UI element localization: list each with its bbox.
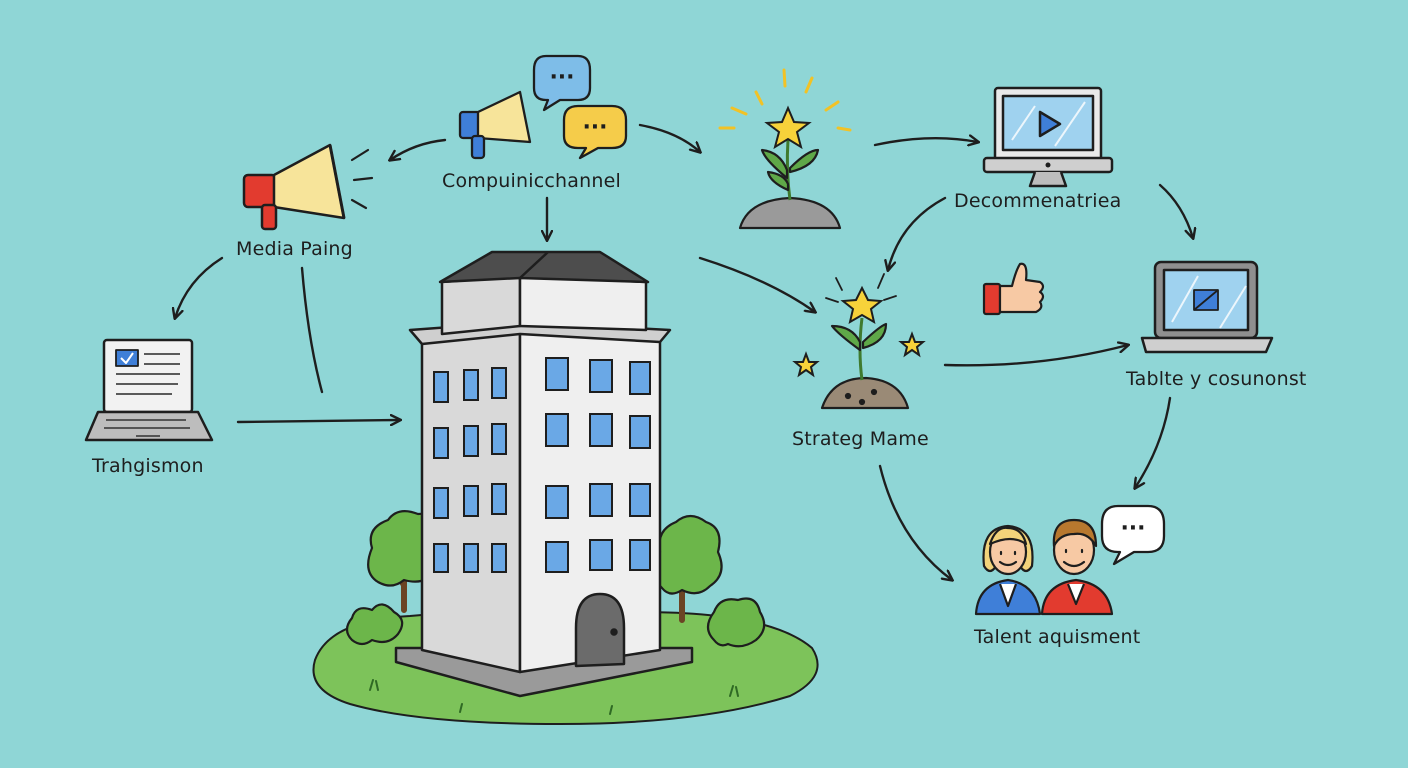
sprout-icon (738, 139, 842, 230)
arrow-channel-to-media (390, 138, 447, 160)
label-decommenatriea: Decommenatriea (954, 190, 1122, 212)
arrow-decomm-to-strateg (888, 196, 947, 270)
label-talent-aquisment: Talent aquisment (974, 626, 1141, 648)
arrow-strateg-to-talent (878, 464, 952, 580)
sparkle-lines (825, 273, 897, 303)
chat-bubble-icon (1100, 504, 1166, 566)
building-windows (433, 357, 651, 573)
laptop-icon (1140, 260, 1274, 354)
arrow-strateg-to-tablet (943, 345, 1128, 367)
star-icon (718, 68, 852, 150)
label-tablte-cosunonst: Tablte y cosunonst (1126, 368, 1307, 390)
megaphone-icon (242, 143, 374, 231)
label-compuinicchannel: Compuinicchannel (442, 170, 621, 192)
arrow-monitor-to-laptop (1158, 183, 1193, 238)
label-trahgismon: Trahgismon (92, 455, 204, 477)
connector-media-down (300, 266, 324, 394)
chat-bubble-dots: ··· (549, 65, 574, 90)
arrow-trahgismon-to-building (236, 420, 400, 422)
chat-bubble-icon (532, 54, 592, 112)
star-icon (792, 285, 926, 378)
arrow-channel-to-sprout (638, 123, 700, 152)
people-icon (974, 518, 1114, 616)
label-strateg-mame: Strateg Mame (792, 428, 929, 450)
arrow-sprout-to-monitor (873, 138, 978, 145)
arrow-building-to-strateg (698, 256, 815, 312)
monitor-icon (982, 86, 1114, 188)
laptop-icon (84, 338, 214, 442)
building-icon (394, 250, 694, 698)
arrow-media-to-trahgismon (175, 256, 224, 318)
chat-bubble-dots: ··· (1120, 516, 1145, 541)
thumbs-up-icon (982, 262, 1045, 316)
label-media-paing: Media Paing (236, 238, 353, 260)
tree-icon (653, 514, 766, 648)
chat-bubble-dots: ··· (582, 115, 607, 140)
arrow-tablet-to-talent (1135, 396, 1172, 488)
chat-bubble-icon (562, 104, 628, 160)
flow-arrows (175, 123, 1193, 580)
megaphone-icon (458, 90, 532, 160)
sprout-icon (820, 317, 910, 410)
